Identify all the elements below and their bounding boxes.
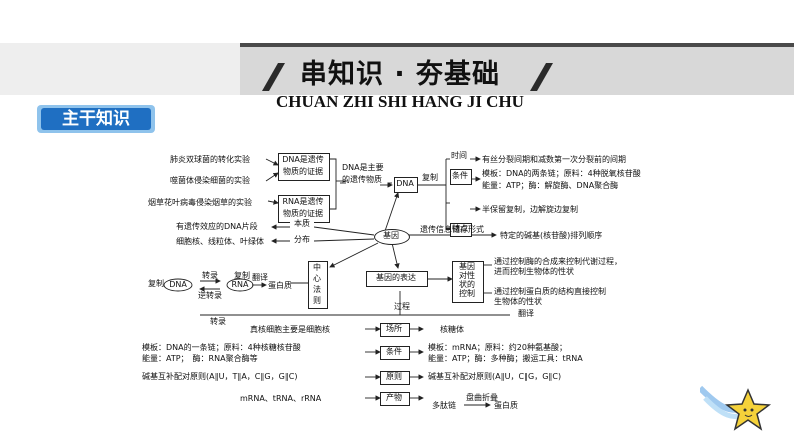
translation-cond-line1: 模板：mRNA；原料：约20种氨基酸； — [428, 343, 567, 352]
conditions-label: 条件 — [386, 347, 402, 356]
gene-expression-box — [366, 271, 428, 287]
gene-essence-desc: 有遗传效应的DNA片段 — [176, 222, 258, 231]
process-label: 过程 — [394, 302, 410, 311]
page-title: 串知识 · 夯基础 — [299, 59, 501, 90]
dogma-transcription: 转录 — [202, 271, 218, 280]
transcription-cond-line2: 能量：ATP； 酶：RNA聚合酶等 — [142, 354, 258, 363]
translation-cond-line2: 能量：ATP；酶：多种酶；搬运工具：tRNA — [428, 354, 583, 363]
condition-line2: 能量：ATP；酶：解旋酶、DNA聚合酶 — [482, 181, 619, 190]
translation-principle: 碱基互补配对原则(A∥U，C∥G，G∥C) — [428, 372, 562, 381]
distribution-desc: 细胞核、线粒体、叶绿体 — [176, 237, 264, 246]
condition-box — [450, 169, 472, 185]
time-desc: 有丝分裂间期和减数第一次分裂前的间期 — [482, 155, 626, 164]
experiment-phage: 噬菌体侵染细菌的实验 — [170, 176, 250, 185]
gene-control-line2: 对性 — [459, 271, 475, 280]
header-banner — [0, 43, 794, 95]
control1-line2: 进而控制生物体的性状 — [494, 267, 574, 276]
main-material-line1: DNA是主要 — [342, 163, 384, 172]
control2-line2: 生物体的性状 — [494, 297, 542, 306]
rna-evidence-line2: 物质的证据 — [283, 209, 323, 218]
product-fold-label: 盘曲折叠 — [466, 393, 498, 402]
gene-control-box — [452, 261, 484, 303]
concept-map: 肺炎双球菌的转化实验 噬菌体侵染细菌的实验 烟草花叶病毒侵染烟草的实验 DNA是… — [140, 143, 670, 415]
central-dogma-char2: 心 — [313, 274, 321, 283]
transcription-product: mRNA、tRNA、rRNA — [240, 394, 322, 403]
condition-label: 条件 — [452, 171, 468, 180]
badge-fill — [41, 108, 151, 130]
gene-ellipse — [374, 229, 410, 245]
gene-control-line3: 状的 — [459, 280, 475, 289]
dogma-translation: 翻译 — [252, 273, 268, 282]
section-badge — [37, 105, 155, 133]
feature-desc: 半保留复制，边解旋边复制 — [482, 205, 578, 214]
experiment-pneumococcus: 肺炎双球菌的转化实验 — [170, 155, 250, 164]
banner-top-stripe — [0, 43, 794, 47]
control1-line1: 通过控制酶的合成来控制代谢过程， — [494, 257, 622, 266]
translation-label: 翻译 — [518, 309, 534, 318]
site-right: 核糖体 — [440, 325, 464, 334]
section-badge-label: 主干知识 — [62, 109, 130, 129]
banner-slash-left — [262, 63, 285, 91]
rna-evidence-box — [278, 195, 330, 223]
dogma-protein: 蛋白质 — [268, 281, 292, 290]
condition-line1: 模板：DNA的两条链；原料：4种脱氧核苷酸 — [482, 169, 641, 178]
dna-evidence-line1: DNA是遗传 — [282, 155, 324, 164]
feature-label: 特点 — [452, 224, 468, 233]
gene-expression-label: 基因的表达 — [376, 273, 416, 282]
principle-label: 原则 — [386, 372, 402, 381]
gene-control-line1: 基因 — [459, 262, 475, 271]
gene-control-line4: 控制 — [459, 289, 475, 298]
dogma-reverse: 逆转录 — [198, 291, 222, 300]
conditions-box — [380, 346, 410, 360]
central-dogma-char3: 法 — [313, 285, 321, 294]
central-dogma-char1: 中 — [313, 263, 321, 272]
site-left: 真核细胞主要是细胞核 — [250, 325, 330, 334]
rna-evidence-line1: RNA是遗传 — [282, 197, 324, 206]
dna-box — [394, 177, 418, 193]
star-icon — [700, 385, 772, 431]
main-material-line2: 的遗传物质 — [342, 175, 382, 184]
info-form-label: 遗传信息储存形式 — [420, 225, 484, 234]
info-form-desc: 特定的碱基(核苷酸)排列顺序 — [500, 231, 603, 240]
principle-box — [380, 371, 410, 385]
product-box — [380, 392, 410, 406]
transcription-label: 转录 — [210, 317, 226, 326]
distribution-box — [290, 235, 314, 247]
dogma-replication-dna: 复制 — [148, 279, 164, 288]
translation-product-protein: 蛋白质 — [494, 401, 518, 410]
transcription-cond-line1: 模板：DNA的一条链；原料：4种核糖核苷酸 — [142, 343, 301, 352]
banner-slash-right — [530, 63, 553, 91]
dna-label: DNA — [396, 179, 414, 188]
dogma-dna-label: DNA — [169, 280, 187, 289]
essence-label: 本质 — [294, 219, 310, 228]
replication-label: 复制 — [422, 173, 438, 182]
product-label: 产物 — [386, 393, 402, 402]
site-label: 场所 — [386, 324, 402, 333]
banner-left-panel — [0, 43, 240, 95]
dogma-rna-label: RNA — [231, 280, 249, 289]
translation-product-polypeptide: 多肽链 — [432, 401, 456, 410]
central-dogma-box — [308, 261, 328, 309]
page-subtitle: CHUAN ZHI SHI HANG JI CHU — [276, 92, 524, 111]
site-box — [380, 323, 410, 337]
gene-label: 基因 — [383, 231, 399, 240]
feature-box — [450, 223, 472, 237]
time-label: 时间 — [451, 151, 467, 160]
dogma-replication-rna: 复制 — [234, 271, 250, 280]
concept-map-lines — [163, 156, 510, 408]
dna-evidence-box — [278, 153, 330, 181]
transcription-principle: 碱基互补配对原则(A∥U，T∥A，C∥G，G∥C) — [142, 372, 298, 381]
distribution-label: 分布 — [294, 235, 310, 244]
experiment-tmv: 烟草花叶病毒侵染烟草的实验 — [148, 198, 252, 207]
central-dogma-char4: 则 — [313, 296, 321, 305]
control2-line1: 通过控制蛋白质的结构直接控制 — [494, 287, 606, 296]
essence-box — [290, 219, 314, 231]
dna-evidence-line2: 物质的证据 — [283, 167, 323, 176]
